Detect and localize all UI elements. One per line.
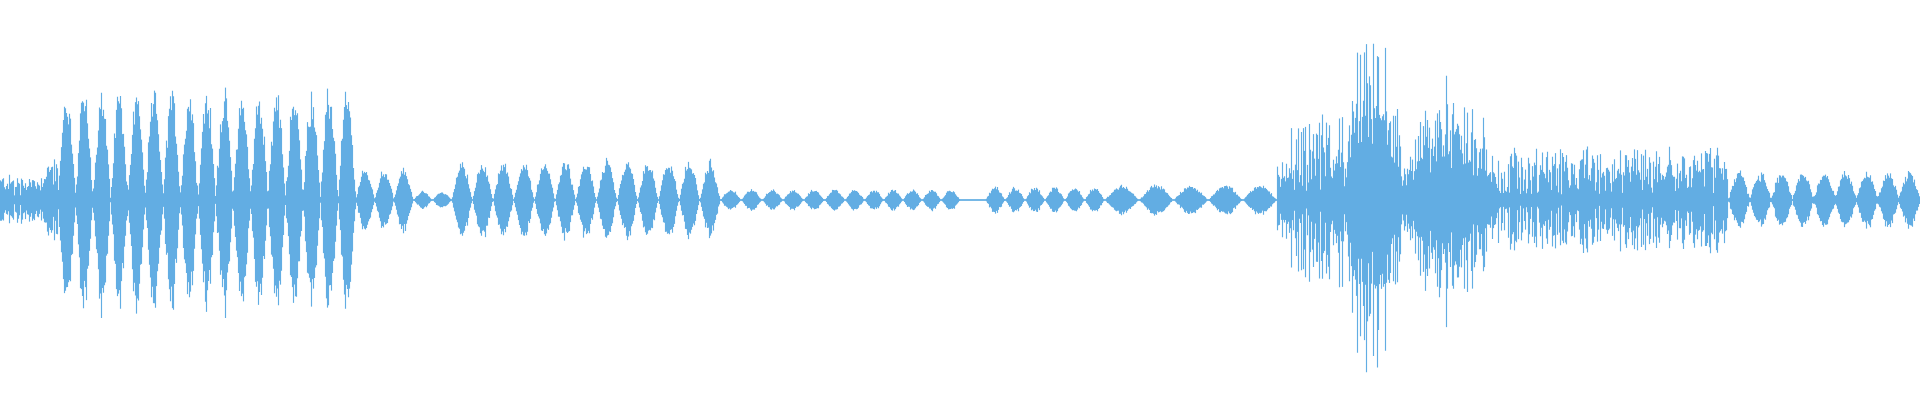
- waveform-peaks: [0, 43, 1920, 373]
